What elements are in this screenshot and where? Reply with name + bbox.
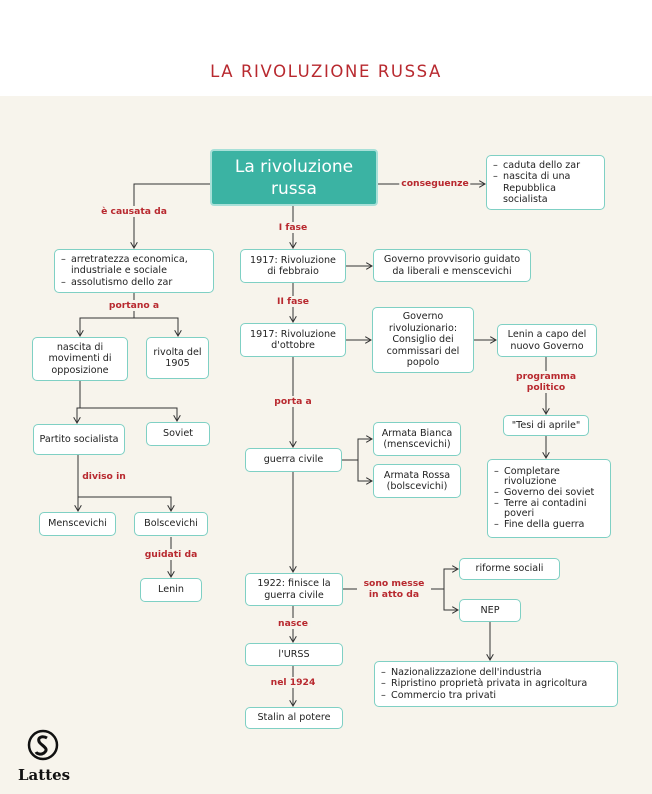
white-army-box: Armata Bianca (menscevichi) (373, 422, 461, 456)
mensheviks-text: Menscevichi (48, 518, 107, 530)
social-reforms-text: riforme sociali (475, 563, 544, 575)
urss-text: l'URSS (278, 648, 310, 660)
lenin-head-text: Lenin a capo del nuovo Governo (507, 329, 587, 352)
revolutionary-government-text: Governo rivoluzionario: Consiglio dei co… (386, 311, 460, 369)
bolsheviks-text: Bolscevichi (144, 518, 198, 530)
consequence-item: caduta dello zar (493, 160, 598, 172)
april-item: Terre ai contadini poveri (494, 498, 604, 520)
socialist-party-box: Partito socialista (33, 424, 125, 455)
civil-war-end-text: 1922: finisce la guerra civile (257, 578, 331, 601)
red-army-text: Armata Rossa (bolscevichi) (383, 469, 451, 493)
civil-war-end-box: 1922: finisce la guerra civile (245, 573, 343, 606)
provisional-government-text: Governo provvisorio guidato da liberali … (383, 254, 521, 277)
implemented-by-label: sono messe in atto da (357, 578, 431, 600)
revolutionary-government-box: Governo rivoluzionario: Consiglio dei co… (372, 307, 474, 373)
april-item: Governo dei soviet (494, 487, 604, 499)
stalin-text: Stalin al potere (257, 712, 331, 724)
april-theses-box: "Tesi di aprile" (503, 415, 589, 436)
lead-to-label: portano a (106, 300, 162, 311)
led-by-label: guidati da (142, 549, 200, 560)
main-topic-box: La rivoluzione russa (210, 149, 378, 206)
nep-list: Nazionalizzazione dell'industria Riprist… (381, 667, 587, 702)
social-reforms-box: riforme sociali (459, 558, 560, 580)
cause-item: assolutismo dello zar (61, 277, 207, 289)
born-label: nasce (276, 618, 310, 629)
publisher-logo: Lattes (18, 728, 71, 784)
phase-2-label: II fase (275, 296, 311, 307)
april-item: Fine della guerra (494, 519, 604, 531)
causes-box: arretratezza economica, industriale e so… (54, 249, 214, 293)
in-1924-label: nel 1924 (268, 677, 318, 688)
february-revolution-text: 1917: Rivoluzione di febbraio (250, 254, 336, 278)
april-theses-list: Completare rivoluzione Governo dei sovie… (494, 466, 604, 531)
white-army-text: Armata Bianca (menscevichi) (381, 427, 453, 451)
april-theses-text: "Tesi di aprile" (511, 419, 581, 431)
main-topic-text: La rivoluzione russa (234, 156, 354, 199)
revolt-1905-text: rivolta del 1905 (153, 346, 202, 370)
consequences-list: caduta dello zar nascita di una Repubbli… (493, 160, 598, 206)
red-army-box: Armata Rossa (bolscevichi) (373, 464, 461, 498)
lenin-head-box: Lenin a capo del nuovo Governo (497, 324, 597, 357)
civil-war-box: guerra civile (245, 448, 342, 472)
consequences-box: caduta dello zar nascita di una Repubbli… (486, 155, 605, 210)
page-title: LA RIVOLUZIONE RUSSA (210, 62, 442, 81)
bolsheviks-box: Bolscevichi (134, 512, 208, 536)
causes-list: arretratezza economica, industriale e so… (61, 254, 207, 289)
consequences-label: conseguenze (399, 178, 471, 189)
nep-text: NEP (480, 604, 500, 616)
phase-1-label: I fase (276, 222, 310, 233)
nep-list-box: Nazionalizzazione dell'industria Riprist… (374, 661, 618, 707)
civil-war-text: guerra civile (263, 454, 324, 466)
consequence-item: nascita di una Repubblica socialista (493, 171, 598, 206)
caused-by-label: è causata da (99, 206, 169, 217)
nep-item: Nazionalizzazione dell'industria (381, 667, 587, 679)
nep-item: Commercio tra privati (381, 690, 587, 702)
mensheviks-box: Menscevichi (39, 512, 116, 536)
logo-text: Lattes (18, 766, 71, 784)
lenin-text: Lenin (158, 584, 184, 596)
soviet-box: Soviet (146, 422, 210, 446)
nep-item: Ripristino proprietà privata in agricolt… (381, 678, 587, 690)
revolt-1905-box: rivolta del 1905 (146, 337, 209, 379)
nep-box: NEP (459, 599, 521, 622)
lenin-box: Lenin (140, 578, 202, 602)
movements-box: nascita di movimenti di opposizione (32, 337, 128, 381)
provisional-government-box: Governo provvisorio guidato da liberali … (373, 249, 531, 282)
stalin-box: Stalin al potere (245, 707, 343, 729)
leads-to-label: porta a (272, 396, 314, 407)
socialist-party-text: Partito socialista (39, 433, 119, 445)
april-item: Completare rivoluzione (494, 466, 604, 488)
february-revolution-box: 1917: Rivoluzione di febbraio (240, 249, 346, 283)
october-revolution-box: 1917: Rivoluzione d'ottobre (240, 323, 346, 357)
urss-box: l'URSS (245, 643, 343, 666)
april-theses-list-box: Completare rivoluzione Governo dei sovie… (487, 459, 611, 538)
divided-into-label: diviso in (80, 471, 128, 482)
lattes-s-icon (27, 729, 59, 761)
movements-text: nascita di movimenti di opposizione (48, 341, 112, 376)
october-revolution-text: 1917: Rivoluzione d'ottobre (250, 328, 336, 352)
political-program-label: programma politico (514, 371, 578, 393)
soviet-text: Soviet (163, 428, 193, 440)
cause-item: arretratezza economica, industriale e so… (61, 254, 207, 277)
